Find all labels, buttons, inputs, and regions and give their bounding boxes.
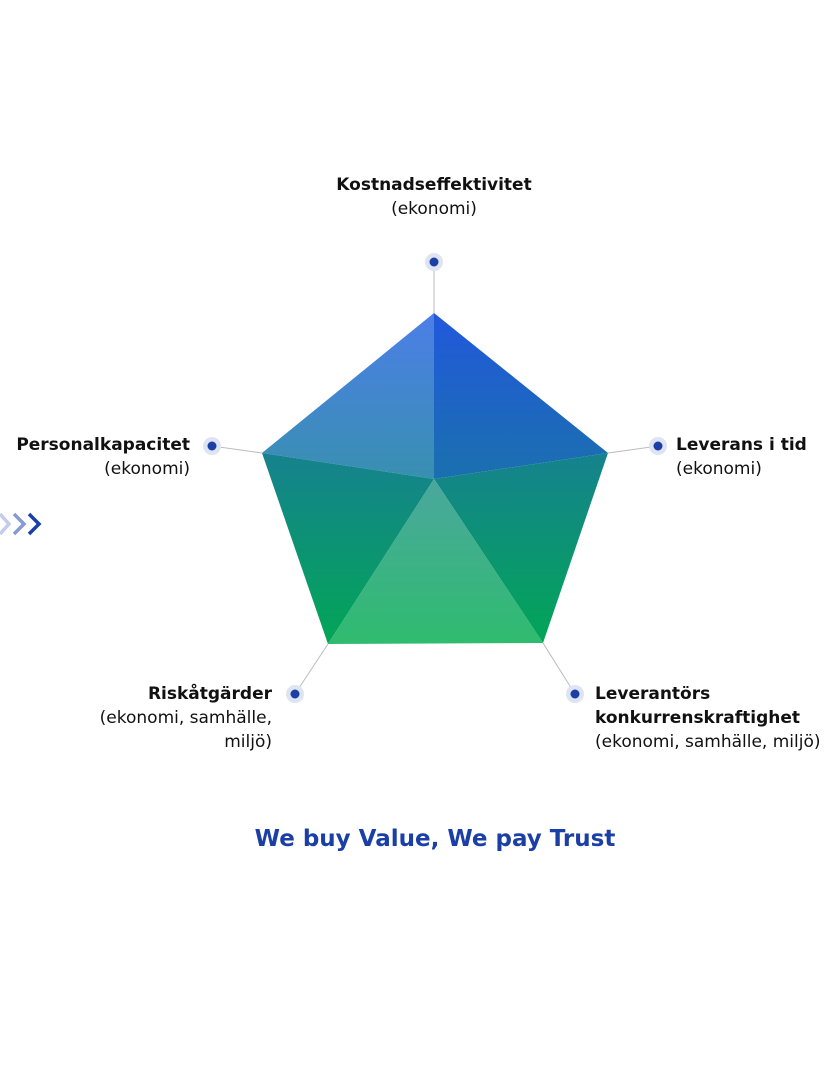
connector-line-bottom-left — [294, 643, 329, 695]
axis-title: Personalkapacitet — [16, 435, 190, 455]
axis-label-staff-capacity: Personalkapacitet (ekonomi) — [10, 433, 190, 481]
axis-label-risk-measures: Riskåtgärder (ekonomi, samhälle, miljö) — [96, 682, 272, 754]
axis-subtitle: (ekonomi) — [104, 459, 190, 479]
axis-label-delivery-on-time: Leverans i tid (ekonomi) — [676, 433, 826, 481]
axis-subtitle: (ekonomi) — [676, 459, 762, 479]
chevrons-right-icon — [0, 512, 42, 536]
marker-top — [425, 253, 443, 271]
marker-right — [649, 437, 667, 455]
segment-bottom — [328, 479, 543, 644]
segment-right — [434, 453, 608, 643]
axis-title: Leverantörs konkurrenskraftighet — [595, 684, 800, 728]
connector-line-bottom-right — [542, 642, 576, 695]
marker-bottom-left — [286, 685, 304, 703]
axis-subtitle: (ekonomi, samhälle, miljö) — [99, 708, 272, 752]
axis-label-cost-efficiency: Kostnadseffektivitet (ekonomi) — [300, 173, 568, 221]
axis-title: Riskåtgärder — [147, 684, 272, 704]
axis-title: Kostnadseffektivitet — [336, 175, 532, 195]
axis-title: Leverans i tid — [676, 435, 807, 455]
axis-label-supplier-competitiveness: Leverantörs konkurrenskraftighet (ekonom… — [595, 682, 825, 754]
axis-subtitle: (ekonomi) — [391, 199, 477, 219]
marker-left — [203, 437, 221, 455]
axis-subtitle: (ekonomi, samhälle, miljö) — [595, 732, 821, 752]
tagline: We buy Value, We pay Trust — [254, 826, 616, 852]
segment-left — [262, 453, 434, 644]
marker-bottom-right — [566, 685, 584, 703]
segment-top-left — [262, 313, 434, 479]
segment-top-right — [434, 313, 608, 479]
